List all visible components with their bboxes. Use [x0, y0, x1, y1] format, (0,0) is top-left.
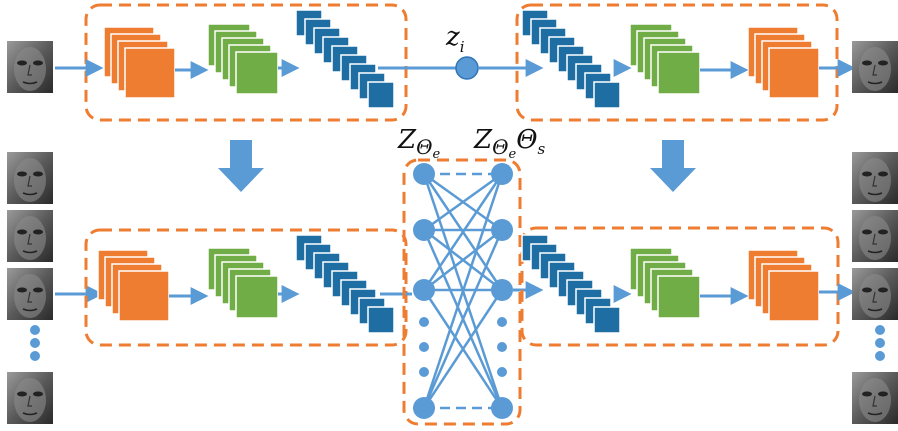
latent-label-right: ZΘeΘs	[473, 125, 546, 162]
top-decoder-blue-stack	[521, 9, 621, 109]
top-input-face	[6, 40, 54, 94]
latent-network-dashed-box	[402, 158, 522, 426]
bottom-decoder-blue-stack	[521, 234, 621, 334]
latent-node-zi	[455, 56, 479, 80]
latent-label-zi: zi	[445, 22, 465, 56]
top-decoder-green-stack	[629, 23, 701, 95]
bottom-encoder-blue-stack	[295, 234, 395, 334]
down-arrow-icon-right	[650, 140, 696, 192]
bottom-decoder-dashed-box	[520, 226, 840, 347]
network-edges	[422, 172, 504, 410]
bottom-input-faces	[6, 151, 54, 425]
ellipsis-dots-icon-left	[30, 325, 40, 361]
top-encoder-orange-stack	[103, 26, 176, 99]
bottom-encoder	[84, 228, 408, 347]
bottom-decoder-green-stack	[629, 247, 701, 319]
latent-label-left: ZΘe	[397, 125, 440, 162]
bottom-encoder-orange-stack	[97, 249, 170, 322]
top-decoder-orange-stack	[747, 26, 820, 99]
bottom-decoder	[520, 226, 840, 347]
top-encoder-green-stack	[207, 23, 279, 95]
bottom-encoder-green-stack	[207, 247, 279, 319]
top-encoder	[84, 3, 408, 122]
latent-network	[402, 158, 522, 426]
bottom-output-faces	[851, 151, 898, 425]
network-left-nodes	[413, 163, 435, 419]
down-arrow-icon-left	[218, 140, 264, 192]
bottom-decoder-orange-stack	[747, 249, 820, 322]
top-decoder	[515, 3, 839, 122]
network-right-nodes	[491, 163, 513, 419]
top-output-face	[851, 40, 898, 94]
ellipsis-dots-icon-right	[875, 325, 885, 361]
top-encoder-blue-stack	[295, 9, 395, 109]
top-decoder-dashed-box	[515, 3, 839, 122]
bottom-encoder-dashed-box	[84, 228, 408, 347]
